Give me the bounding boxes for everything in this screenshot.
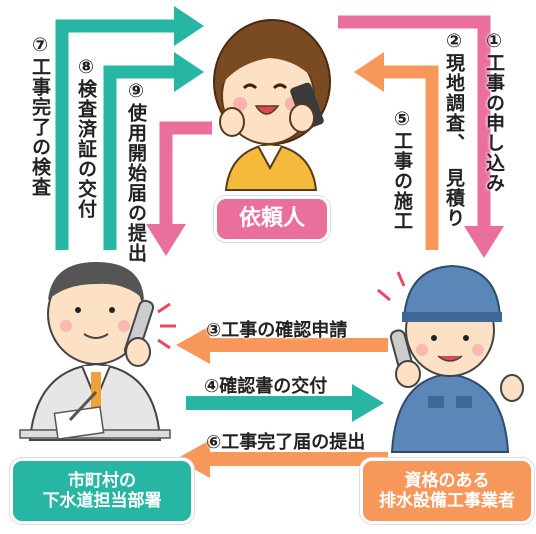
- contractor-label-line2: 排水設備工事業者: [379, 491, 515, 511]
- arrow-step8-head: [174, 52, 204, 92]
- city-label-line1: 市町村の: [68, 470, 136, 491]
- city-department-label: 市町村の 下水道担当部署: [10, 458, 194, 524]
- arrow-step6-head: [176, 440, 210, 478]
- arrow-step3: [208, 338, 388, 352]
- arrow-step2: [382, 65, 439, 250]
- step9-label: ⑨使用開始届の提出: [125, 80, 147, 263]
- step1-label: ①工事の申し込み: [483, 30, 505, 193]
- city-label-line2: 下水道担当部署: [42, 491, 162, 511]
- arrow-step1-head: [464, 226, 504, 258]
- step7-label: ⑦工事完了の検査: [29, 34, 51, 197]
- client-illustration: [213, 19, 331, 191]
- arrow-step1: [338, 15, 491, 228]
- arrow-step4-head: [352, 384, 384, 422]
- contractor-label-line1: 資格のある: [404, 470, 490, 491]
- arrow-step6: [208, 452, 388, 466]
- client-label-text: 依頼人: [238, 205, 305, 231]
- step4-label: ④確認書の交付: [204, 376, 328, 397]
- arrow-step9: [159, 121, 212, 226]
- step6-label: ⑥工事完了届の提出: [206, 432, 366, 453]
- step2-label-line2: 見積り: [443, 168, 465, 228]
- arrow-step2-head: [354, 52, 384, 92]
- client-label: 依頼人: [214, 196, 330, 242]
- city-official-illustration: [19, 262, 176, 441]
- step3-label: ③工事の確認申請: [206, 320, 348, 341]
- arrow-step7: [55, 19, 176, 250]
- arrow-step4: [186, 396, 354, 410]
- step8-label: ⑧検査済証の交付: [75, 56, 97, 219]
- arrow-step7-head: [174, 6, 204, 46]
- step2-label-line1: ②現地調査、: [443, 30, 465, 153]
- step5-label: ⑤工事の施工: [391, 108, 413, 231]
- arrow-step9-head: [146, 224, 186, 256]
- arrow-step3-head: [176, 326, 210, 364]
- contractor-label: 資格のある 排水設備工事業者: [360, 458, 534, 524]
- contractor-illustration: [377, 264, 524, 453]
- arrow-step8: [103, 65, 176, 250]
